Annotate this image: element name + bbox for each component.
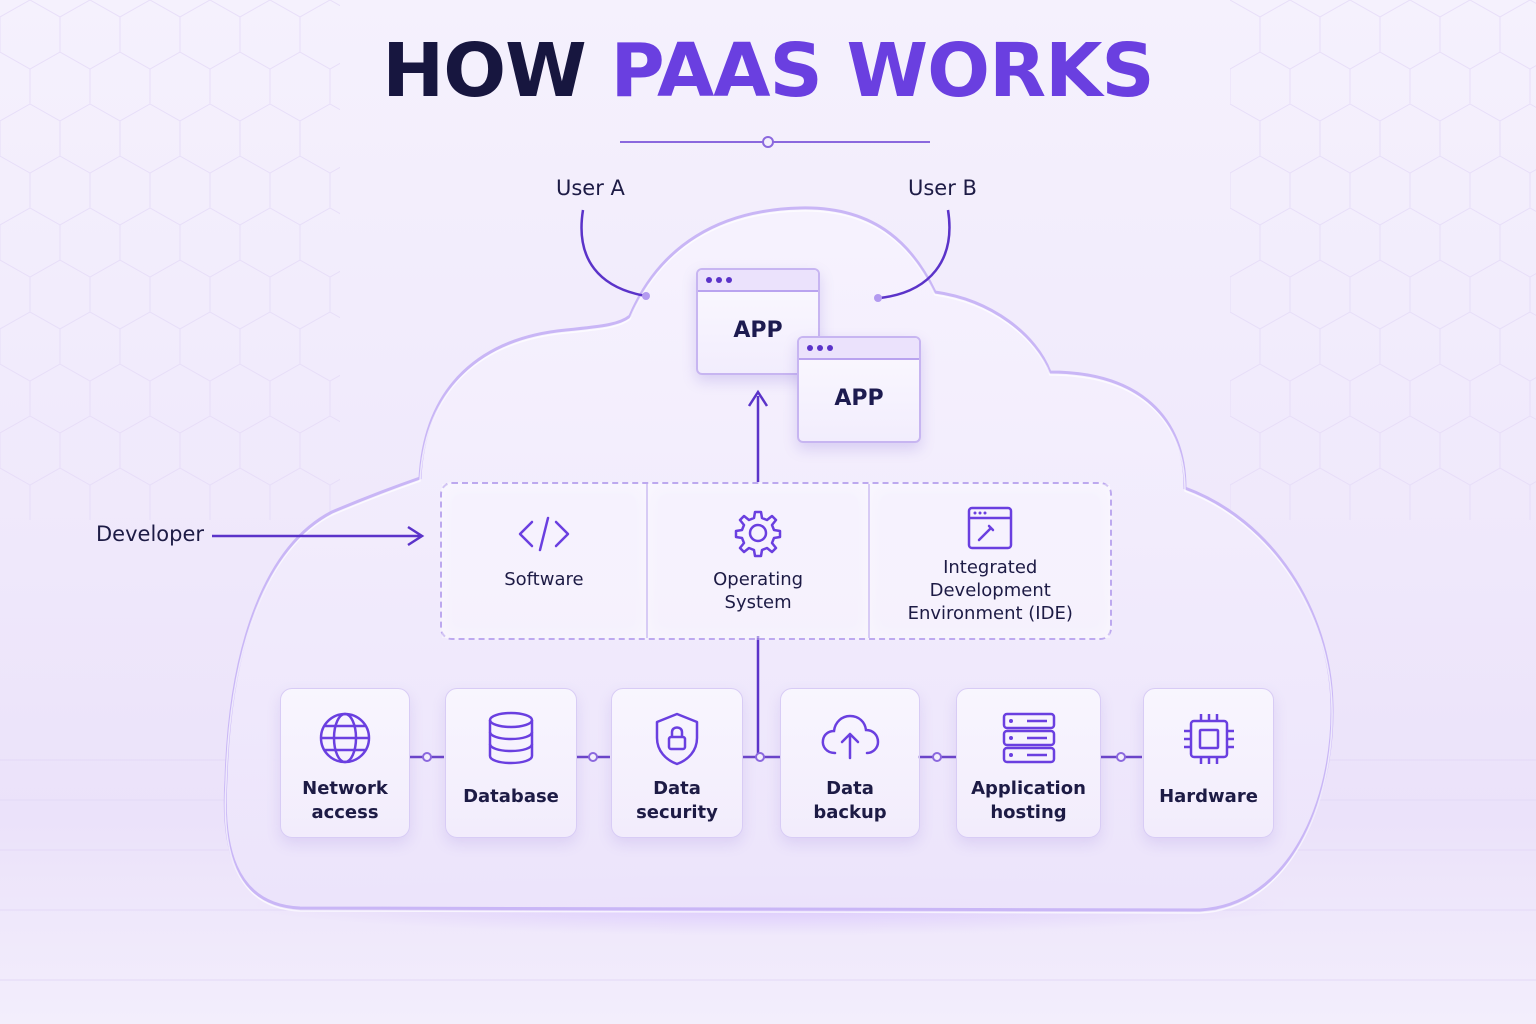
title-part-1: HOW xyxy=(382,28,586,114)
server-icon xyxy=(1002,712,1055,764)
globe-icon xyxy=(319,712,371,764)
ide-icon xyxy=(967,506,1013,550)
title-part-2: PAAS WORKS xyxy=(610,28,1155,114)
infra-hardware: Hardware xyxy=(1143,688,1274,838)
user-b-arrow xyxy=(879,209,951,300)
infra-label: Network access xyxy=(302,778,388,823)
developer-label: Developer xyxy=(96,522,205,546)
gear-icon xyxy=(734,510,782,558)
platform-software: Software xyxy=(442,484,648,638)
cloud-upload-icon xyxy=(821,714,880,760)
page-title: HOW PAAS WORKS xyxy=(0,34,1536,108)
app-label: APP xyxy=(733,318,783,343)
window-dots-icon xyxy=(698,270,818,292)
platform-label: Integrated Development Environment (IDE) xyxy=(907,557,1073,624)
shield-lock-icon xyxy=(655,712,699,766)
chip-icon xyxy=(1183,714,1234,764)
user-a-arrow xyxy=(580,209,647,298)
database-icon xyxy=(488,711,534,765)
user-a-label: User A xyxy=(556,176,625,200)
window-dots-icon xyxy=(799,338,919,360)
infra-data-backup: Data backup xyxy=(780,688,920,838)
platform-ide: Integrated Development Environment (IDE) xyxy=(870,484,1110,638)
infra-label: Application hosting xyxy=(971,778,1086,823)
code-icon xyxy=(518,516,570,552)
infra-application-hosting: Application hosting xyxy=(956,688,1101,838)
infra-label: Database xyxy=(463,786,559,807)
platform-label: Operating System xyxy=(713,569,804,613)
infra-label: Data security xyxy=(636,778,718,823)
platform-label: Software xyxy=(504,569,584,590)
platform-operating-system: Operating System xyxy=(648,484,871,638)
user-b-label: User B xyxy=(908,176,977,200)
platform-layer: Software Operating System Integrated Dev… xyxy=(440,482,1112,640)
infra-data-security: Data security xyxy=(611,688,743,838)
infra-label: Hardware xyxy=(1159,786,1258,807)
infra-label: Data backup xyxy=(813,778,887,823)
infra-database: Database xyxy=(445,688,577,838)
app-window-2: APP xyxy=(797,336,921,443)
infra-network-access: Network access xyxy=(280,688,410,838)
app-label: APP xyxy=(834,386,884,411)
